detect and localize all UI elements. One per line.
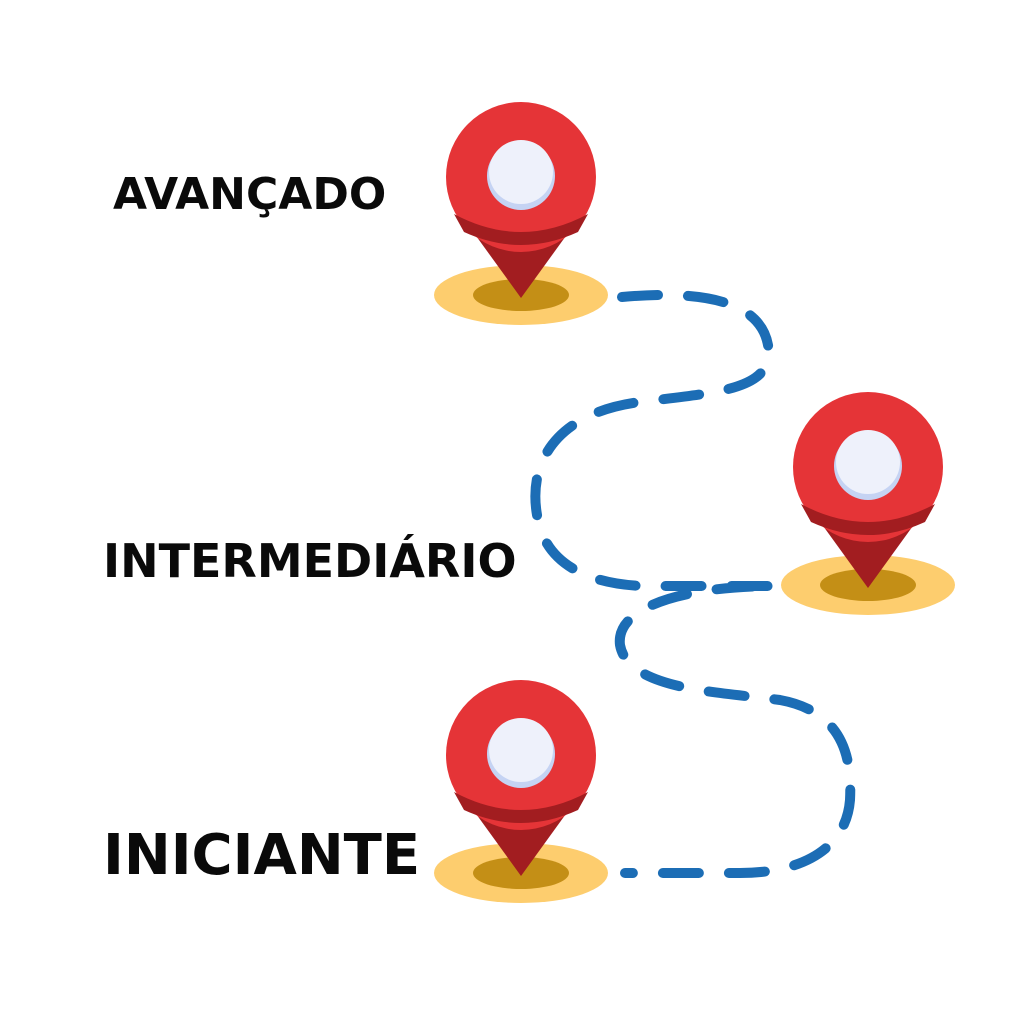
- level-label-advanced: AVANÇADO: [113, 169, 387, 220]
- map-pin-icon-intermediate: [781, 392, 955, 615]
- map-pin-icon-advanced: [434, 102, 608, 325]
- level-label-beginner: INICIANTE: [103, 823, 421, 888]
- map-pin-icon-beginner: [434, 680, 608, 903]
- level-label-intermediate: INTERMEDIÁRIO: [103, 534, 517, 588]
- dashed-route-path: [530, 290, 856, 878]
